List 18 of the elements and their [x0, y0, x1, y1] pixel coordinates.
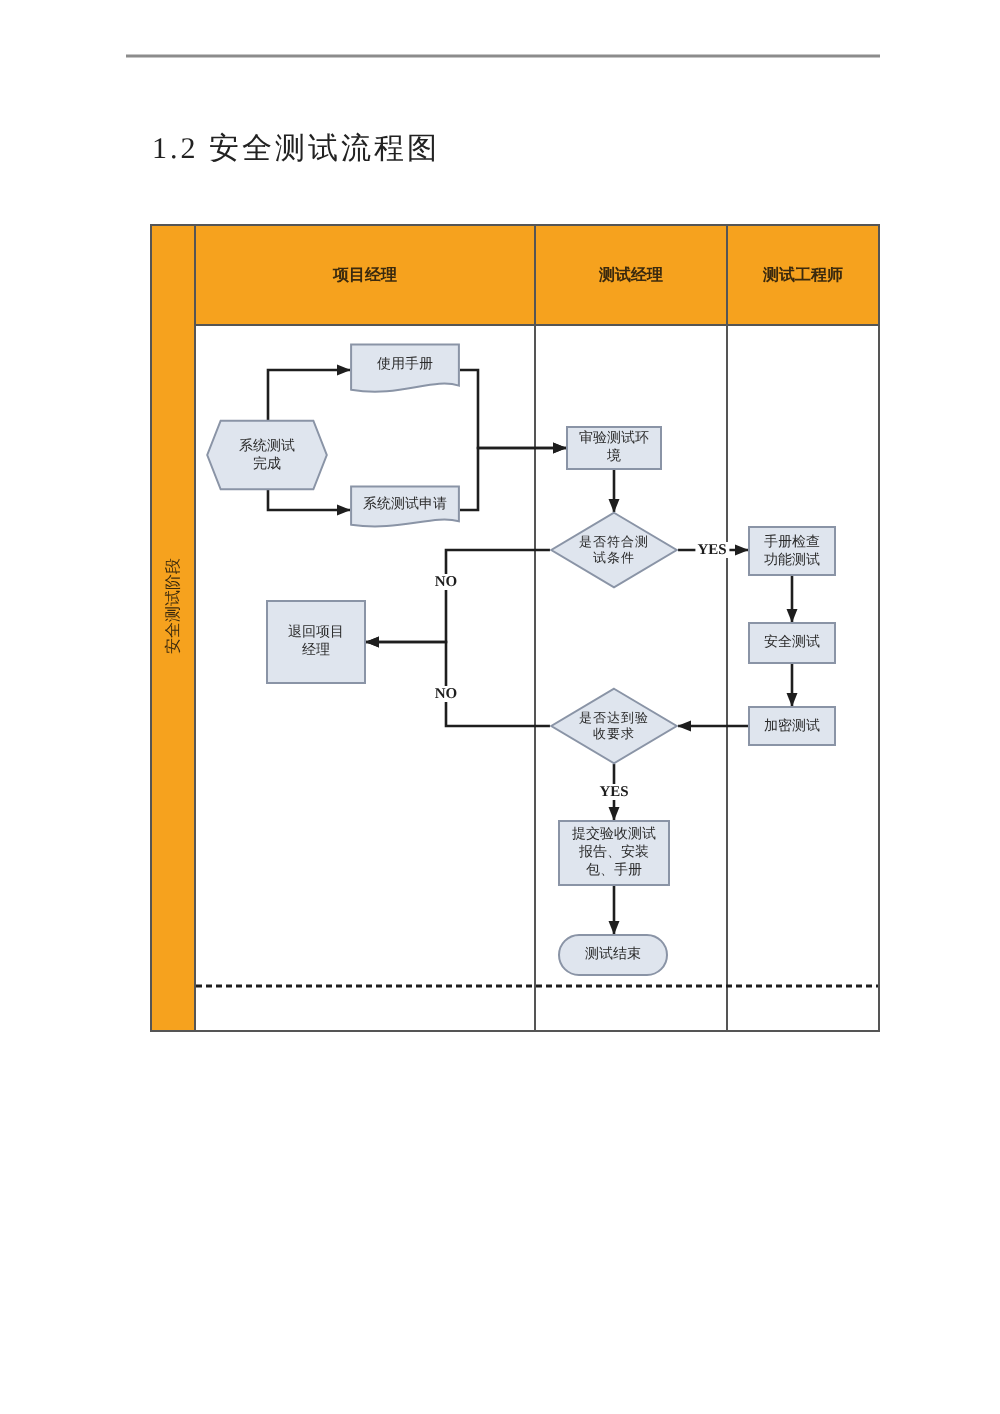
lane-header: 测试经理 — [536, 226, 726, 326]
arrow — [365, 636, 550, 728]
swimlane — [534, 224, 728, 1032]
phase-label: 安全测试阶段 — [163, 558, 183, 654]
swimlane — [194, 224, 536, 1032]
arrow — [677, 720, 748, 732]
arrow — [266, 490, 351, 516]
swimlane — [726, 224, 880, 1032]
section-title: 1.2 安全测试流程图 — [152, 132, 440, 168]
arrow — [786, 664, 798, 707]
arrow — [608, 886, 620, 935]
lane-header: 测试工程师 — [728, 226, 878, 326]
arrow — [266, 364, 351, 420]
arrow — [608, 470, 620, 513]
lane-header: 项目经理 — [196, 226, 534, 326]
phase-band — [150, 224, 196, 1032]
arrow — [460, 442, 567, 512]
arrow — [786, 576, 798, 623]
